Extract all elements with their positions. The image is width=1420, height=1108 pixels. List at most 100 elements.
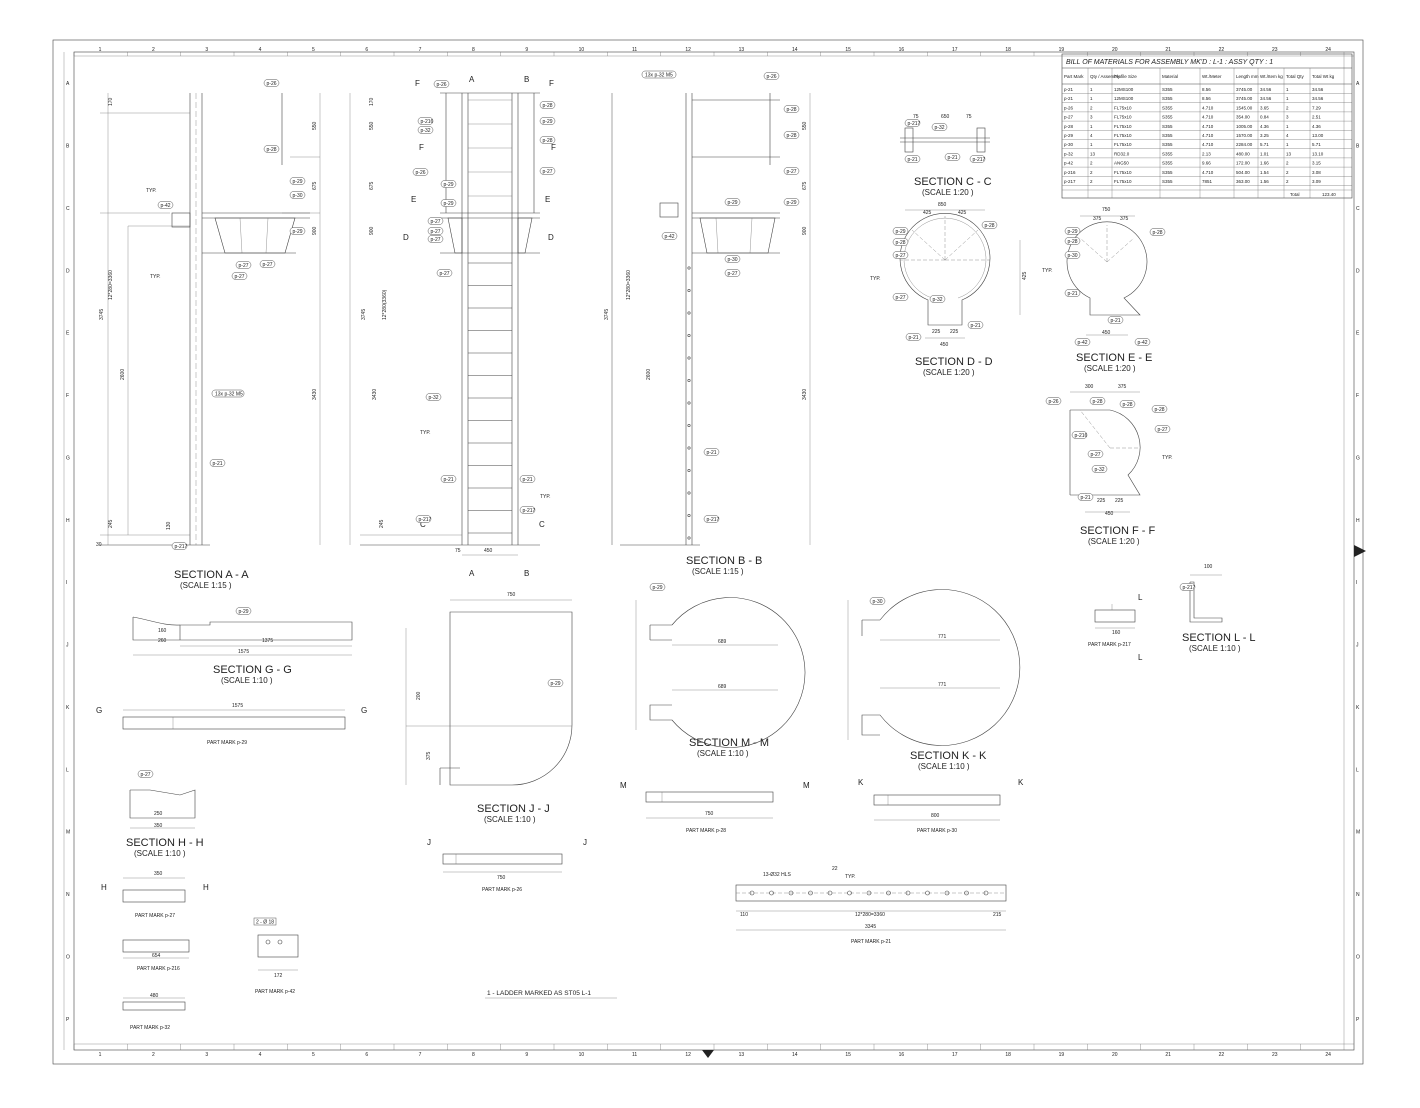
part-tag: p-28 xyxy=(783,131,800,139)
bom-cell: 4 xyxy=(1286,133,1289,138)
grid-col-bot-21: 21 xyxy=(1165,1052,1171,1058)
bom-cell: 7851 xyxy=(1202,179,1213,184)
bom-cell: FL75x10 xyxy=(1114,179,1132,184)
part-tag: p-32 xyxy=(931,123,948,131)
cut-l-1: L xyxy=(1138,593,1143,602)
dim-front-170: 170 xyxy=(369,97,375,106)
bb-hole-markers xyxy=(687,266,691,540)
bom-cell: 13.00 xyxy=(1312,133,1324,138)
label-p42-plate: 2 - Ø 18 xyxy=(256,920,274,926)
partmark-p21: PART MARK p-21 xyxy=(851,939,891,945)
part-tag: p-21 xyxy=(703,448,720,456)
cut-m-1: M xyxy=(620,781,627,790)
part-tag-label: p-217 xyxy=(523,508,536,514)
part-tag: p-27 xyxy=(427,217,444,225)
grid-row-left-J: J xyxy=(66,643,69,649)
dim-ee-375b: 375 xyxy=(1120,216,1129,222)
part-tag-bubble xyxy=(931,123,948,131)
part-tag-bubble xyxy=(892,238,909,246)
part-tag-bubble xyxy=(969,155,986,163)
section-bb-title: SECTION B - B xyxy=(686,555,762,567)
part-tag-bubble xyxy=(137,770,154,778)
bom-cell: p-28 xyxy=(1064,124,1074,129)
part-tag-bubble xyxy=(1064,237,1081,245)
bom-cell: 1 xyxy=(1286,142,1289,147)
bom-cell: p-42 xyxy=(1064,161,1074,166)
part-tag-label: p-30 xyxy=(728,257,738,263)
bom-cell: 4.36 xyxy=(1260,124,1269,129)
part-tag-bubble xyxy=(519,475,536,483)
part-tag-label: p-217 xyxy=(1183,585,1196,591)
part-tag: p-28 xyxy=(1151,405,1168,413)
part-tag: p-29 xyxy=(440,199,457,207)
part-tag-label: p-21 xyxy=(1081,495,1091,501)
grid-col-bot-15: 15 xyxy=(845,1052,851,1058)
dim-dd-450: 450 xyxy=(940,342,949,348)
dim-p42-172: 172 xyxy=(274,973,283,979)
part-tag-bubble xyxy=(703,515,720,523)
dim-bb-2600: 2600 xyxy=(646,369,652,380)
part-tag-label: p-29 xyxy=(543,119,553,125)
part-tag-label: p-27 xyxy=(431,229,441,235)
grid-row-left-B: B xyxy=(66,144,70,150)
cut-a-bot: A xyxy=(469,569,475,578)
bom-cell: 4.710 xyxy=(1202,115,1214,120)
part-tag-bubble xyxy=(649,583,666,591)
label-aa-holes: 13x p-32 M5 xyxy=(215,392,243,398)
dim-p29-1575: 1575 xyxy=(232,703,243,709)
partmark-p27: PART MARK p-27 xyxy=(135,913,175,919)
grid-col-bot-2: 2 xyxy=(152,1052,155,1058)
bom-cell: FL75x10 xyxy=(1114,124,1132,129)
bom-cell: 1.01 xyxy=(1260,151,1269,156)
part-tag: p-217 xyxy=(904,119,921,127)
part-tag: p-21 xyxy=(944,153,961,161)
part-tag-label: p-29 xyxy=(293,229,303,235)
part-tag-bubble xyxy=(724,198,741,206)
dim-dd-425b: 425 xyxy=(958,210,967,216)
part-tag: p-217 xyxy=(171,542,188,550)
part-tag-bubble xyxy=(289,177,306,185)
bom-cell: 1 xyxy=(1090,87,1093,92)
hole-marker xyxy=(866,890,872,896)
grid-row-right-E: E xyxy=(1356,331,1360,337)
grid-col-bot-20: 20 xyxy=(1112,1052,1118,1058)
part-tag: p-27 xyxy=(724,269,741,277)
bom-cell: S355 xyxy=(1162,115,1173,120)
grid-row-left-H: H xyxy=(66,518,70,524)
part-tag-bubble xyxy=(539,167,556,175)
part-tag-label: p-28 xyxy=(1093,399,1103,405)
p21-hole-markers xyxy=(749,890,989,896)
part-tag: p-42 xyxy=(1074,338,1091,346)
section-hh-view xyxy=(129,789,196,829)
part-tag-bubble xyxy=(157,201,174,209)
label-ff-typ: TYP. xyxy=(1162,455,1172,461)
dim-p21-215: 215 xyxy=(993,912,1002,918)
part-tag-label: p-216 xyxy=(1075,433,1088,439)
dim-jj-375: 375 xyxy=(426,751,432,760)
grid-col-bot-6: 6 xyxy=(365,1052,368,1058)
part-tag-label: p-29 xyxy=(444,182,454,188)
part-tag: p-21 xyxy=(904,155,921,163)
part-tag-bubble xyxy=(440,180,457,188)
hole-marker xyxy=(847,890,852,896)
part-tag-label: p-29 xyxy=(787,200,797,206)
bom-header-cell: Wt./Item kg xyxy=(1260,74,1283,79)
bom-header-cell: Part Mark xyxy=(1064,74,1084,79)
part-tag: p-29 xyxy=(235,607,252,615)
section-ee-scale: (SCALE 1:20 ) xyxy=(1084,364,1136,373)
grid-col-bot-9: 9 xyxy=(525,1052,528,1058)
part-tag: p-27 xyxy=(1087,450,1104,458)
part-p26-view xyxy=(442,853,563,873)
bom-cell: FL75x10 xyxy=(1114,133,1132,138)
bom-cell: FL75x10 xyxy=(1114,115,1132,120)
dim-kk-771a: 771 xyxy=(938,634,947,640)
grid-col-bot-8: 8 xyxy=(472,1052,475,1058)
part-tag-label: p-32 xyxy=(933,297,943,303)
grid-row-right-O: O xyxy=(1356,954,1360,960)
grid-col-bot-19: 19 xyxy=(1059,1052,1065,1058)
grid-col-top-16: 16 xyxy=(899,47,905,53)
section-kk-title: SECTION K - K xyxy=(910,750,987,762)
part-tag: p-217 xyxy=(415,515,432,523)
